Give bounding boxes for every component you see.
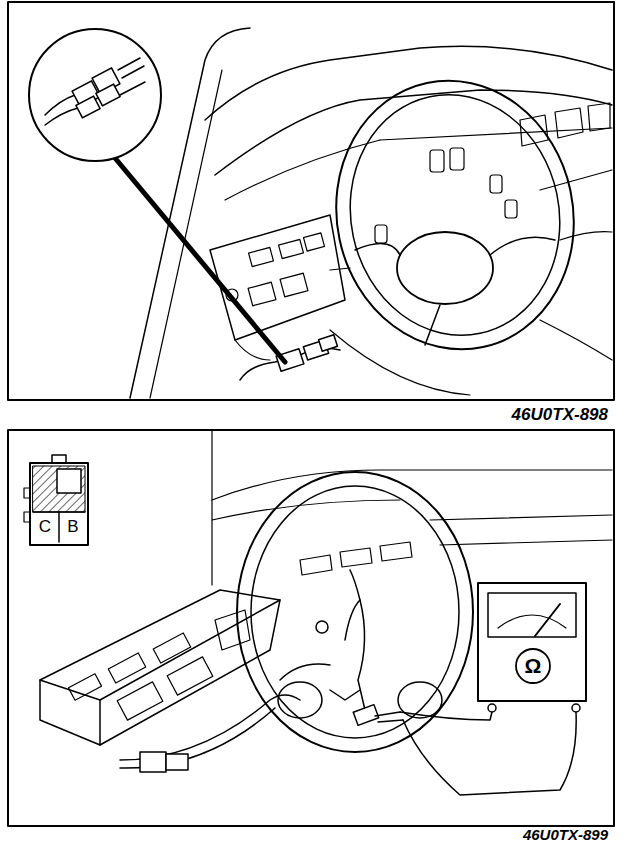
- inset-frame: [211, 430, 212, 585]
- meter-lead: [400, 712, 492, 720]
- airbag-wire: [345, 570, 360, 640]
- ohmmeter: [478, 583, 586, 701]
- ohm-symbol: Ω: [518, 654, 548, 677]
- dashboard: [560, 232, 612, 240]
- dashboard: [40, 590, 280, 700]
- connector-face: [30, 463, 88, 545]
- steering-wheel: [312, 58, 599, 371]
- connector: [166, 754, 188, 770]
- connector-pin-label: C: [31, 518, 59, 537]
- figure-code: 46U0TX-899: [440, 827, 608, 844]
- a-pillar: [150, 70, 222, 398]
- meter-needle: [535, 604, 560, 636]
- connector: [319, 335, 338, 351]
- connector-pin-label: B: [59, 518, 87, 537]
- panel-frame: [8, 2, 614, 400]
- dashboard: [205, 46, 612, 120]
- dashboard: [225, 140, 380, 200]
- panel-frame: [8, 430, 614, 826]
- connector: [140, 752, 166, 772]
- detail-circle: [29, 29, 161, 161]
- leader-line: [115, 158, 285, 362]
- dashboard: [215, 90, 612, 175]
- console: [210, 215, 345, 340]
- steering-hub: [397, 232, 493, 304]
- steering-wheel: [328, 75, 582, 355]
- vent: [588, 103, 610, 131]
- steering-wheel: [251, 486, 459, 738]
- figure-code: 46U0TX-898: [440, 406, 608, 425]
- connector: [353, 705, 378, 726]
- vent: [555, 108, 583, 138]
- meter-lead: [403, 712, 576, 795]
